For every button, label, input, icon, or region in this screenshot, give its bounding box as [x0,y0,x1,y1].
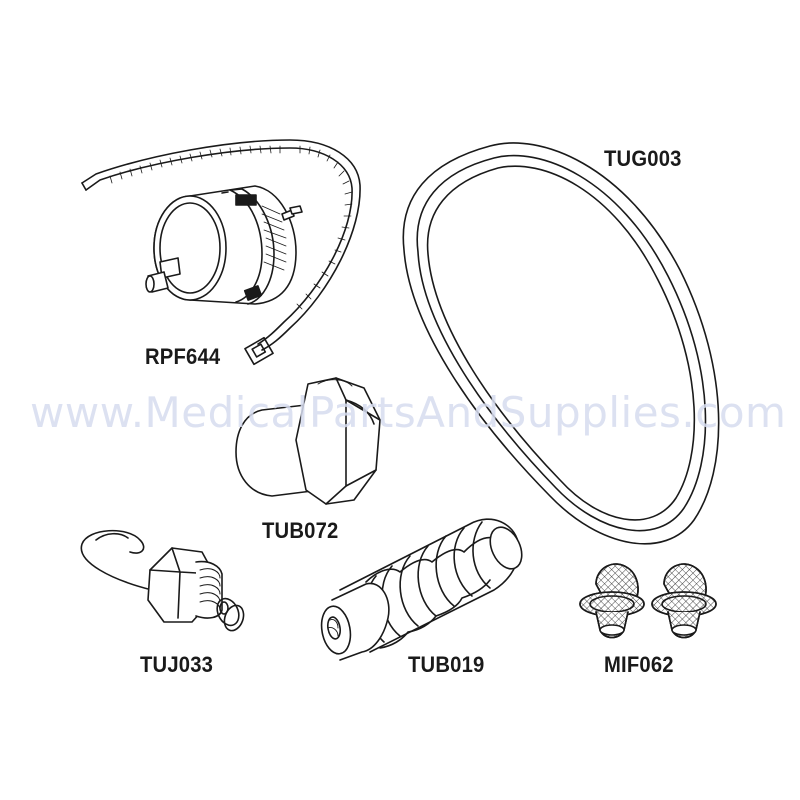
tuj033-drawing [81,531,247,634]
label-tub072: TUB072 [262,518,339,543]
label-mif062: MIF062 [604,652,674,677]
label-tug003: TUG003 [604,146,682,171]
rpf644-drawing [82,140,360,364]
tub072-drawing [236,378,380,504]
tub019-drawing [318,519,528,660]
label-tub019: TUB019 [408,652,485,677]
mif062-drawing [580,564,716,638]
label-tuj033: TUJ033 [140,652,214,677]
cable-tie [82,140,360,350]
label-rpf644: RPF644 [145,344,221,369]
tug003-drawing [403,143,718,544]
